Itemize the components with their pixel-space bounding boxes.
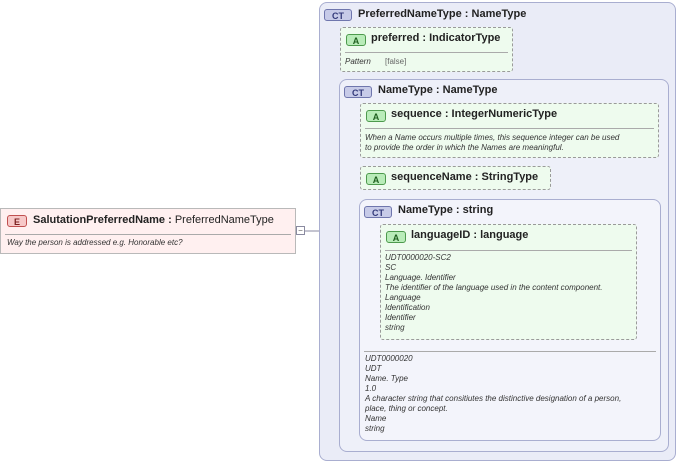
attribute-languageid-type: language xyxy=(480,229,529,241)
element-name: SalutationPreferredName xyxy=(33,214,166,226)
outer-ct-name: PreferredNameType xyxy=(358,8,462,20)
attribute-language-id[interactable]: A languageID : language UDT0000020-SC2 S… xyxy=(380,224,637,340)
attribute-languageid-name: languageID xyxy=(411,229,471,241)
facet-pattern-value: [false] xyxy=(385,57,407,66)
attribute-badge: A xyxy=(346,34,366,46)
string-ct-doc-1: UDT xyxy=(365,364,382,373)
element-type: PreferredNameType xyxy=(174,214,274,226)
name-ct-name: NameType xyxy=(378,84,433,96)
attribute-sequence-doc-1: When a Name occurs multiple times, this … xyxy=(365,133,620,142)
attribute-badge: A xyxy=(366,173,386,185)
string-ct-doc-6: Name xyxy=(365,414,387,423)
element-salutation-preferred-name[interactable]: E SalutationPreferredName : PreferredNam… xyxy=(0,208,296,254)
element-title: SalutationPreferredName : PreferredNameT… xyxy=(33,214,274,226)
attribute-languageid-separator: : xyxy=(473,229,478,241)
facet-pattern-label: Pattern xyxy=(345,57,371,66)
collapse-toggle-icon[interactable]: − xyxy=(296,226,305,235)
language-doc-7: string xyxy=(385,323,405,332)
attribute-badge: A xyxy=(386,231,406,243)
language-doc-6: Identifier xyxy=(385,313,416,322)
language-doc-0: UDT0000020-SC2 xyxy=(385,253,451,262)
string-ct-doc-7: string xyxy=(365,424,385,433)
outer-ct-separator: : xyxy=(464,8,469,20)
name-ct-type: NameType xyxy=(442,84,498,96)
attribute-sequencename-separator: : xyxy=(474,171,479,183)
language-doc-2: Language. Identifier xyxy=(385,273,456,282)
string-ct-title: NameType : string xyxy=(398,204,493,216)
name-ct-title: NameType : NameType xyxy=(378,84,497,96)
attribute-sequence[interactable]: A sequence : IntegerNumericType When a N… xyxy=(360,103,659,158)
attribute-sequence-name[interactable]: A sequenceName : StringType xyxy=(360,166,551,190)
ct-badge: CT xyxy=(364,206,392,218)
ct-badge: CT xyxy=(324,9,352,21)
language-doc-5: Identification xyxy=(385,303,430,312)
language-doc-4: Language xyxy=(385,293,421,302)
string-ct-doc-4: A character string that consitiutes the … xyxy=(365,394,622,403)
attribute-sequence-doc-2: to provide the order in which the Names … xyxy=(365,143,564,152)
attribute-sequence-name: sequence xyxy=(391,108,442,120)
attribute-preferred[interactable]: A preferred : IndicatorType Pattern [fal… xyxy=(340,27,513,72)
attribute-sequence-name-title: sequenceName : StringType xyxy=(391,171,538,183)
element-separator: : xyxy=(168,214,172,226)
attribute-badge: A xyxy=(366,110,386,122)
attribute-sequence-title: sequence : IntegerNumericType xyxy=(391,108,557,120)
attribute-sequencename-name: sequenceName xyxy=(391,171,472,183)
outer-ct-title: PreferredNameType : NameType xyxy=(358,8,526,20)
string-ct-type: string xyxy=(462,204,494,216)
element-badge: E xyxy=(7,215,27,227)
attribute-preferred-type: IndicatorType xyxy=(429,32,501,44)
name-ct-separator: : xyxy=(435,84,440,96)
outer-ct-type: NameType xyxy=(471,8,527,20)
attribute-sequence-type: IntegerNumericType xyxy=(451,108,558,120)
attribute-language-id-title: languageID : language xyxy=(411,229,528,241)
language-doc-1: SC xyxy=(385,263,397,272)
attribute-preferred-name: preferred xyxy=(371,32,420,44)
attribute-preferred-title: preferred : IndicatorType xyxy=(371,32,500,44)
language-doc-3: The identifier of the language used in t… xyxy=(385,283,603,292)
attribute-preferred-separator: : xyxy=(422,32,427,44)
string-ct-doc-2: Name. Type xyxy=(365,374,408,383)
string-ct-name: NameType xyxy=(398,204,453,216)
string-ct-separator: : xyxy=(455,204,460,216)
string-ct-doc-0: UDT0000020 xyxy=(365,354,413,363)
attribute-sequence-separator: : xyxy=(444,108,449,120)
attribute-sequencename-type: StringType xyxy=(481,171,539,183)
string-ct-doc-5: place, thing or concept. xyxy=(365,404,448,413)
string-ct-doc-3: 1.0 xyxy=(365,384,377,393)
ct-badge: CT xyxy=(344,86,372,98)
element-doc: Way the person is addressed e.g. Honorab… xyxy=(7,238,183,247)
